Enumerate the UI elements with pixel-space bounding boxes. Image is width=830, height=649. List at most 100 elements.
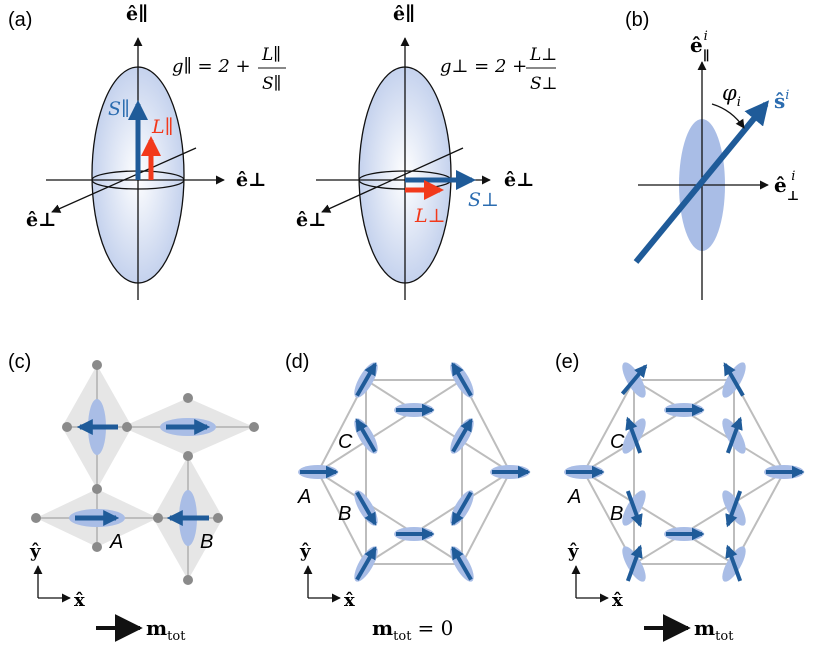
spin-site — [722, 362, 746, 398]
y-axis-label: ŷ — [567, 541, 579, 562]
spin-site — [564, 465, 605, 479]
y-axis-label: ŷ — [29, 541, 41, 562]
axis-up-sup: i — [704, 29, 708, 44]
site-label-a: A — [297, 486, 311, 508]
spin-arrow — [725, 544, 743, 582]
spin-sup: i — [785, 88, 789, 103]
spin-site — [620, 362, 648, 398]
spin-arrow — [625, 544, 643, 582]
spin-site — [450, 490, 474, 526]
site-label-b: B — [610, 503, 623, 525]
spin-arrow — [451, 546, 473, 581]
spin-arrow — [625, 416, 643, 454]
spin-site — [354, 546, 378, 582]
panel-e-label: (e) — [555, 351, 579, 373]
angle-arc — [711, 103, 745, 129]
mtot-main: m — [372, 616, 393, 640]
spin-arrow — [355, 362, 377, 397]
formula-num: L∥ — [261, 45, 281, 65]
orbital-label: L∥ — [151, 116, 173, 138]
panel-d: (d) C A B ŷ x̂ mtot= 0 — [285, 351, 531, 644]
spin-arrow — [451, 418, 473, 453]
panel-b-label: (b) — [625, 9, 649, 31]
spin-arrow — [355, 546, 377, 581]
mtot-sub: tot — [393, 629, 412, 644]
x-axis-label: x̂ — [612, 590, 623, 611]
orbital-label: L⊥ — [414, 205, 446, 227]
site-label-a: A — [567, 486, 581, 508]
spin-site — [394, 403, 435, 417]
panel-c: (c) A B — [8, 351, 259, 644]
spin-label: S⊥ — [468, 189, 499, 211]
panel-c-label: (c) — [8, 351, 31, 373]
site-label-b: B — [338, 503, 351, 525]
axis-diag-label: ê⊥ — [296, 209, 326, 231]
panel-b: (b) ê∥i ê⊥i φi ŝi — [625, 9, 799, 300]
axis-up-label: ê∥i — [690, 29, 710, 64]
site-label-b: B — [200, 531, 213, 553]
mtot-eq: = 0 — [417, 616, 453, 640]
spin-arrow — [625, 490, 643, 528]
angle-sub: i — [737, 95, 741, 110]
spin-site — [664, 403, 705, 417]
panel-a-label: (a) — [8, 9, 32, 31]
spin-arrow — [725, 416, 743, 454]
axis-up-label: ê∥ — [126, 3, 148, 25]
spin-direction — [633, 100, 770, 264]
spin-arrow — [451, 491, 473, 526]
spin-site — [722, 490, 746, 528]
axis-diag-label: ê⊥ — [26, 209, 56, 231]
spin-site — [622, 490, 646, 528]
spin-arrow — [355, 491, 377, 526]
spin-site — [622, 544, 646, 582]
axis-up-label: ê∥ — [393, 3, 415, 25]
formula-den: S⊥ — [530, 74, 558, 94]
mtot-main: m — [694, 616, 715, 640]
axis-right-label: ê⊥ — [504, 169, 534, 191]
spin-arrow — [725, 490, 743, 528]
mtot-sub: tot — [715, 629, 734, 644]
spin-site — [664, 527, 705, 541]
axis-right-sub: ⊥ — [787, 189, 799, 204]
mtot-label: mtot — [146, 616, 186, 644]
spin-arrow — [620, 364, 648, 396]
axis-right-main: ê — [774, 173, 787, 197]
spin-site — [354, 490, 378, 526]
spin-layer — [564, 362, 805, 582]
mtot-label: mtot — [694, 616, 734, 644]
axis-up-sub: ∥ — [703, 49, 710, 64]
spin-site — [354, 362, 378, 398]
spin-main: ŝ — [774, 89, 785, 113]
spin-site — [764, 465, 805, 479]
spin-site — [450, 418, 474, 454]
spin-layer — [298, 362, 531, 582]
spin-label: S∥ — [108, 98, 130, 120]
mtot-label: mtot = 0 — [372, 616, 453, 644]
spin-site — [298, 465, 339, 479]
x-axis-label: x̂ — [74, 590, 85, 611]
spin-site — [354, 418, 378, 454]
ellipsoid-parallel: ê∥ ê⊥ ê⊥ S∥ L∥ g∥ = 2 + L∥ S∥ — [26, 3, 286, 300]
axis-right-sup: i — [791, 169, 795, 184]
formula-den: S∥ — [262, 74, 282, 94]
spin-site — [394, 527, 435, 541]
panel-d-label: (d) — [285, 351, 309, 373]
spin-arrow — [355, 418, 377, 453]
site-label-c: C — [338, 431, 353, 453]
site-label-c: C — [610, 431, 625, 453]
y-axis-label: ŷ — [299, 541, 311, 562]
lattice-bonds — [36, 365, 254, 580]
spin-arrow — [723, 362, 745, 397]
spin-label: ŝi — [774, 88, 789, 113]
site-label-a: A — [109, 531, 123, 553]
spin-site — [450, 362, 474, 398]
axis-diag — [51, 147, 197, 213]
mtot-sub: tot — [167, 629, 186, 644]
panel-e: (e) C A B ŷ x̂ mtot — [555, 351, 805, 644]
spin-site — [722, 416, 746, 454]
spin-site — [722, 544, 746, 582]
lattice-sites — [31, 360, 259, 585]
panel-a: (a) ê∥ ê⊥ ê⊥ S∥ L∥ g∥ = 2 + L∥ S∥ — [8, 3, 558, 300]
spin-site — [490, 465, 531, 479]
